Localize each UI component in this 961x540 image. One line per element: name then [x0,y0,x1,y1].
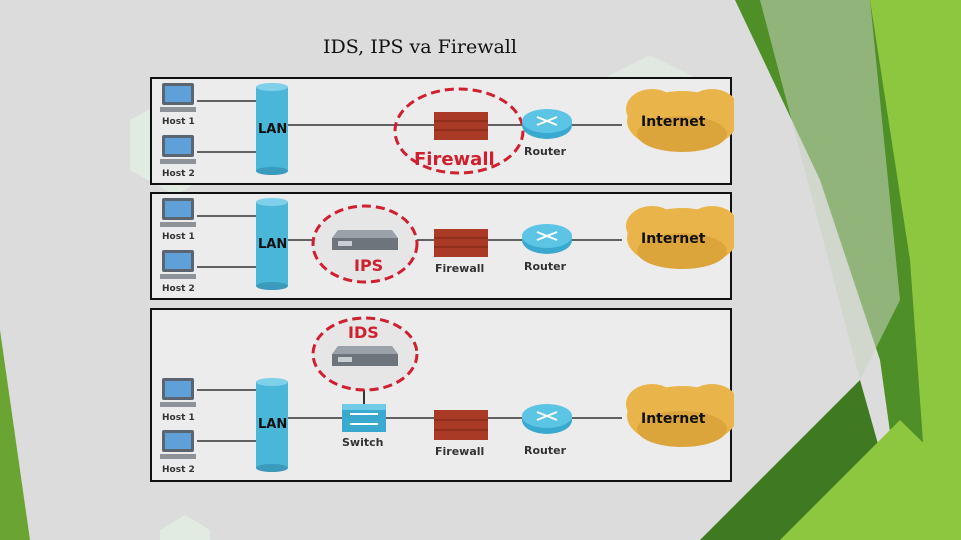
host-1-label: Host 1 [162,232,195,242]
internet-cloud-icon [626,89,734,152]
ids-device-icon [332,346,398,366]
internet-label: Internet [641,411,706,427]
host-1-label: Host 1 [162,413,195,423]
host-1-label: Host 1 [162,117,195,127]
host-2-label: Host 2 [162,284,195,294]
firewall-highlight-ring [393,87,525,175]
router-label: Router [524,145,567,158]
lan-label: LAN [258,417,287,432]
lan-label: LAN [258,237,287,252]
switch-label: Switch [342,436,383,449]
lan-label: LAN [258,122,287,137]
host-2-label: Host 2 [162,169,195,179]
internet-cloud-icon [626,206,734,269]
diagram-firewall-only: Host 1 Host 2 LAN Firewall Route [150,77,734,185]
host-1-computer-icon [160,83,196,112]
slide-title: IDS, IPS va Firewall [323,36,517,58]
router-icon [522,224,572,254]
host-2-label: Host 2 [162,465,195,475]
firewall-brick-icon [434,112,488,140]
firewall-label: Firewall [414,149,495,170]
firewall-label: Firewall [435,445,484,458]
router-icon [522,404,572,434]
diagram-ips: Host 1 Host 2 LAN IPS Firewall [150,192,734,300]
diagram-ids: Host 1 Host 2 LAN IDS Switch [150,308,734,482]
internet-label: Internet [641,114,706,130]
firewall-label: Firewall [435,262,484,275]
firewall-brick-icon [434,229,488,257]
router-label: Router [524,444,567,457]
lan-cylinder-icon [256,198,288,290]
ids-label: IDS [348,323,379,342]
internet-label: Internet [641,231,706,247]
lan-cylinder-icon [256,83,288,175]
ips-device-icon [332,230,398,250]
internet-cloud-icon [626,384,734,447]
host-2-computer-icon [160,250,196,279]
firewall-brick-icon [434,410,488,440]
host-2-computer-icon [160,135,196,164]
host-1-computer-icon [160,378,196,407]
host-1-computer-icon [160,198,196,227]
router-icon [522,109,572,139]
lan-cylinder-icon [256,378,288,472]
host-2-computer-icon [160,430,196,459]
switch-icon [342,404,386,432]
router-label: Router [524,260,567,273]
ips-label: IPS [354,256,383,275]
